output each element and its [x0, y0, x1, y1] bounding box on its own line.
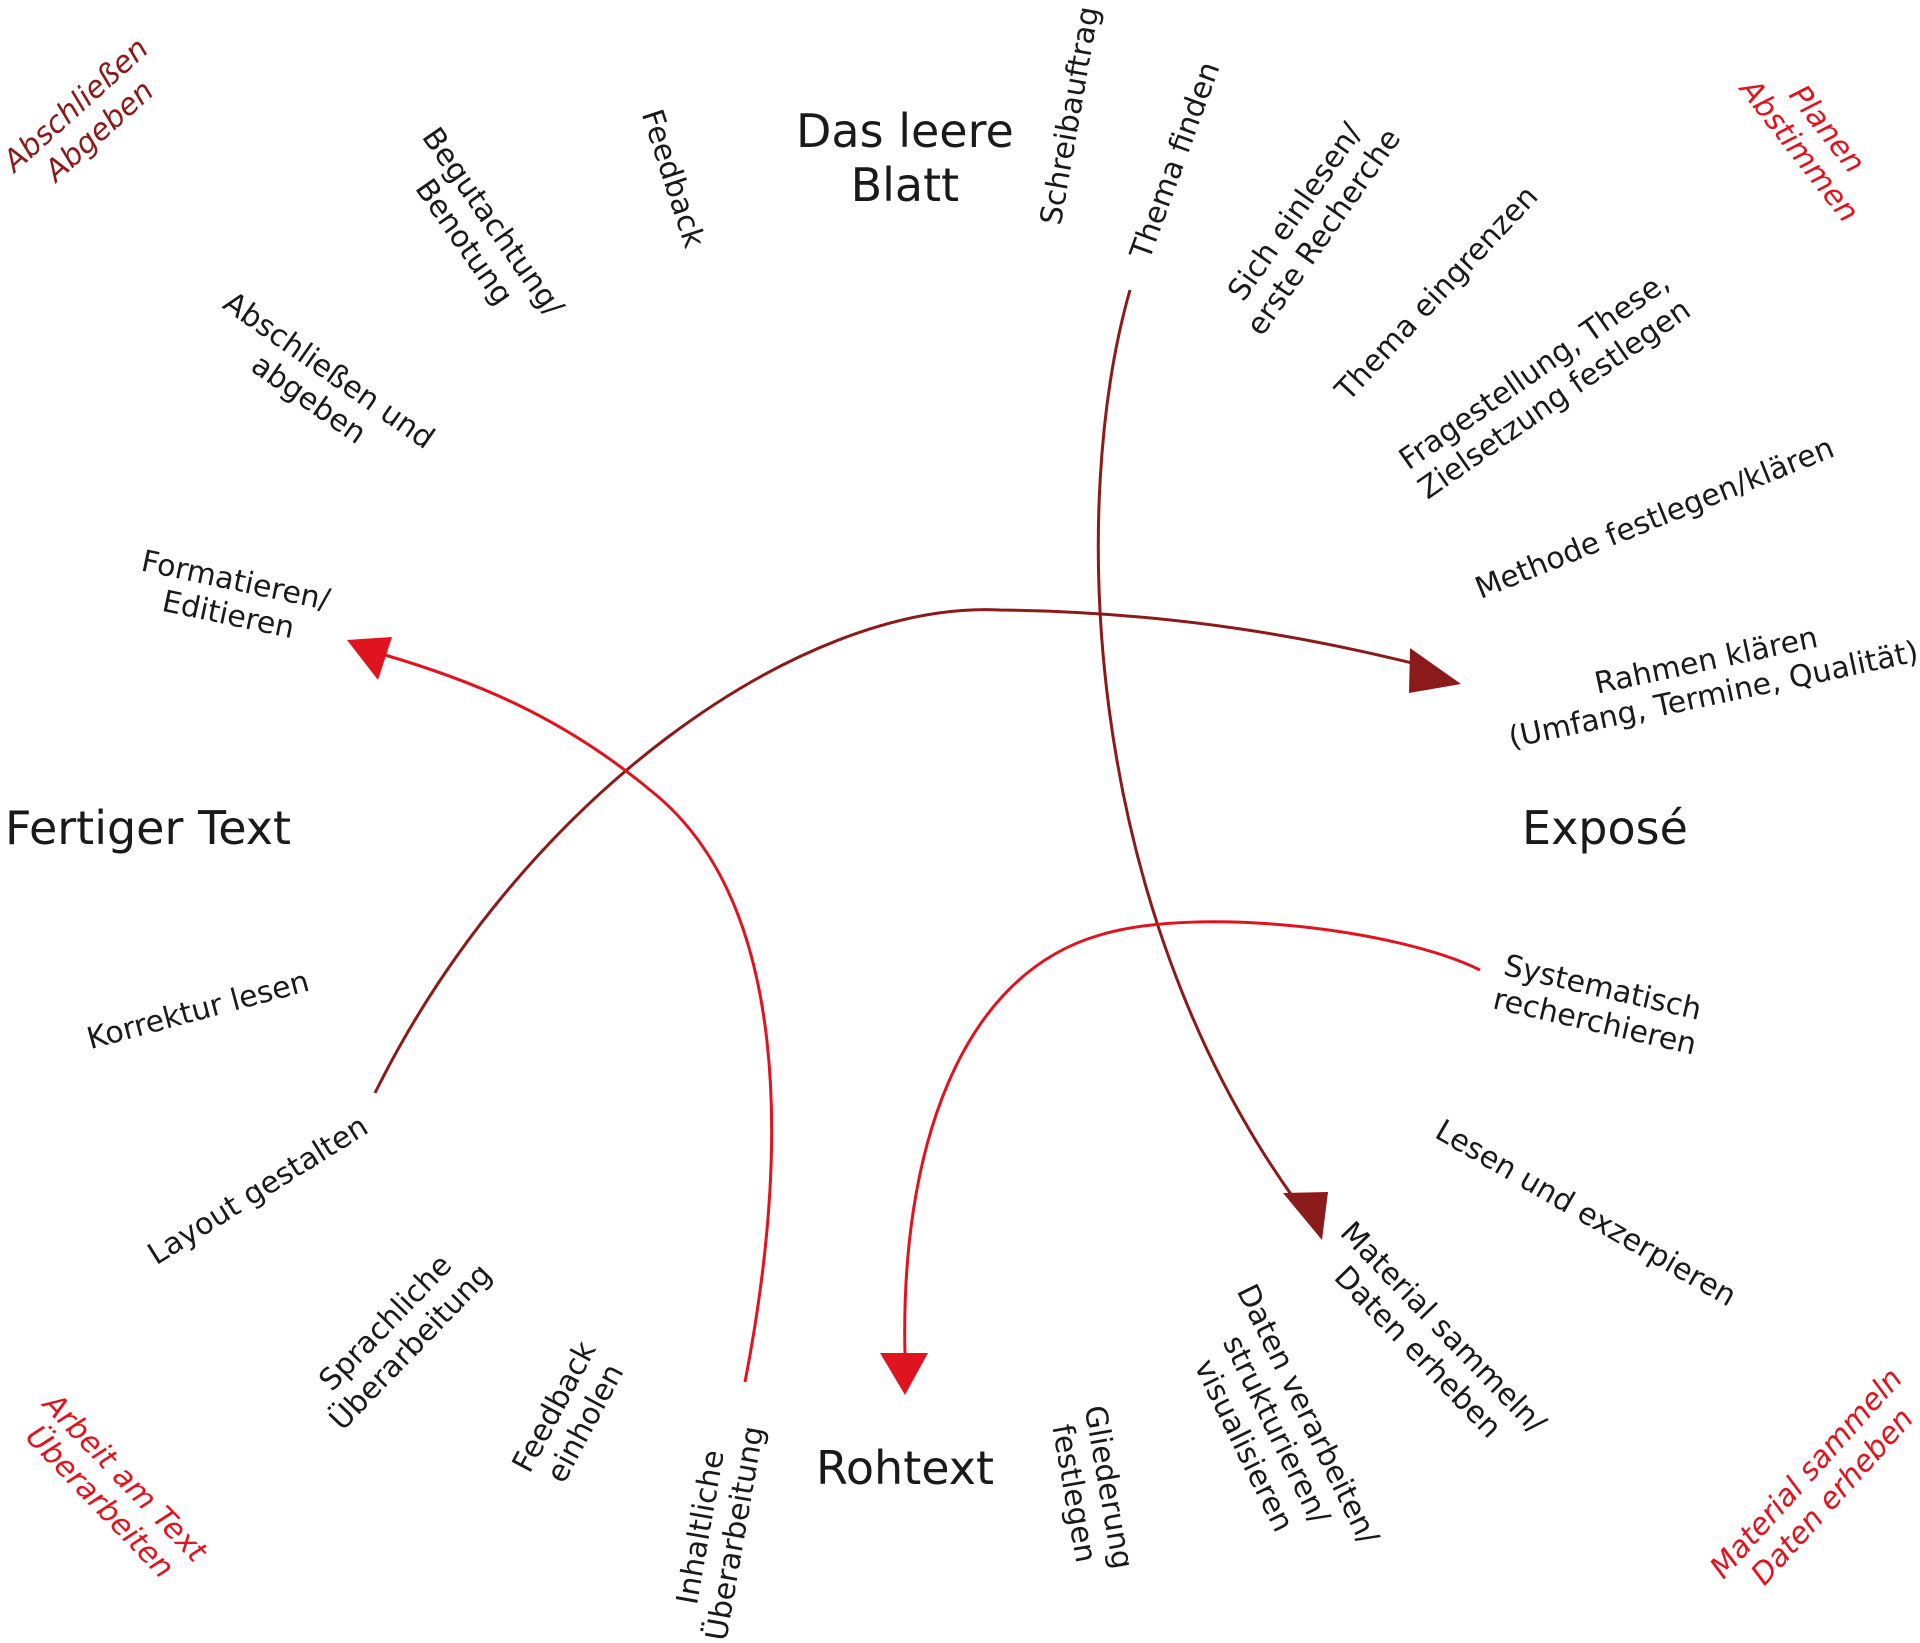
stage-expose: Exposé: [1522, 801, 1688, 855]
stage-blank-page: Das leere Blatt: [796, 103, 1014, 212]
arrow-layout-to-framework: [373, 608, 1421, 1094]
stage-raw-text: Rohtext: [816, 1441, 994, 1495]
arrowhead-research-to-rawtext: [880, 1353, 928, 1395]
arrow-topic-to-material: [1096, 289, 1297, 1201]
arrowhead-topic-to-material: [1283, 1192, 1328, 1240]
arrowhead-revision-to-format: [347, 637, 392, 680]
arrow-revision-to-format: [384, 653, 774, 1383]
arrowhead-layout-to-framework: [1409, 648, 1461, 693]
arrow-research-to-rawtext: [903, 920, 1481, 1356]
stage-finished-text: Fertiger Text: [5, 801, 292, 855]
